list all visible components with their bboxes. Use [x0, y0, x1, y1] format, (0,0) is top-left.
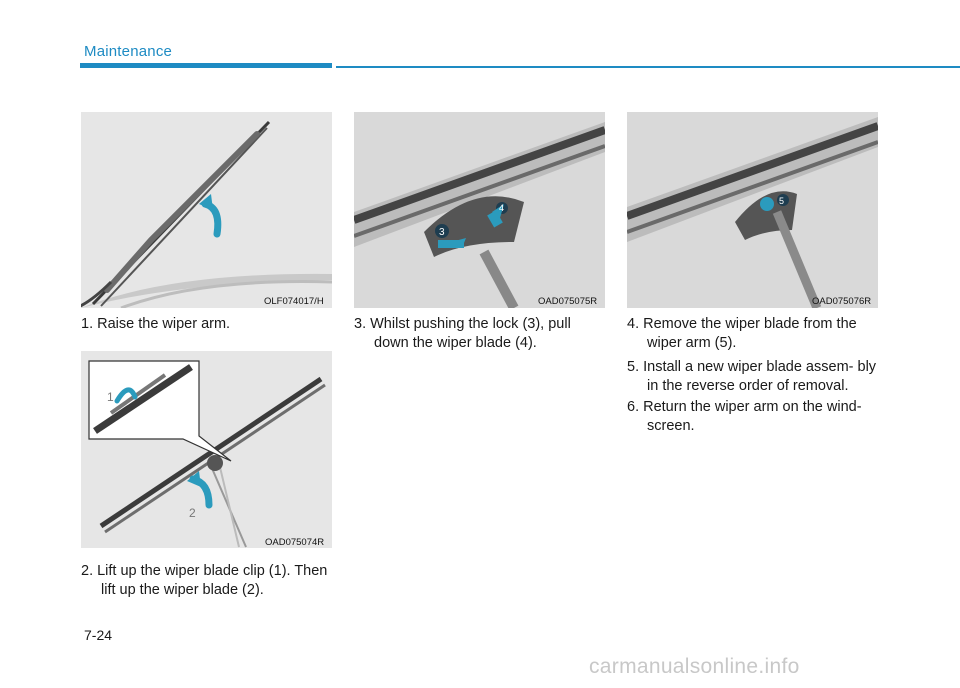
figure-lock-blade: 3 4 [354, 112, 605, 308]
callout-2: 2 [189, 506, 196, 520]
step-4: 4. Remove the wiper blade from the wiper… [627, 316, 857, 351]
callout-3: 3 [439, 227, 445, 238]
step-6: 6. Return the wiper arm on the wind- scr… [627, 399, 862, 434]
header-rule-thin [336, 66, 960, 68]
callout-5: 5 [779, 196, 784, 206]
figure-code: OLF074017/H [264, 296, 324, 307]
watermark: carmanualsonline.info [589, 655, 800, 678]
figure-code: OAD075074R [265, 537, 325, 548]
step-3: 3. Whilst pushing the lock (3), pull dow… [354, 316, 571, 351]
step-5: 5. Install a new wiper blade assem- bly … [627, 359, 877, 394]
step-2: 2. Lift up the wiper blade clip (1). The… [81, 563, 328, 598]
figure-raise-wiper-arm [81, 112, 332, 308]
step-1: 1. Raise the wiper arm. [81, 316, 231, 332]
page-number: 7-24 [84, 627, 113, 643]
figure-blade-clip: 1 2 [81, 351, 332, 548]
header-rule-thick [80, 63, 332, 68]
wiper-arm-raised-illustration [81, 120, 332, 308]
wiper-lock-illustration: 3 4 [354, 112, 605, 308]
wiper-blade-clip-illustration: 1 2 [88, 360, 326, 548]
callout-4: 4 [499, 203, 504, 213]
section-title: Maintenance [84, 43, 173, 60]
wiper-remove-illustration: 5 [627, 112, 878, 308]
figure-code: OAD075075R [538, 296, 598, 307]
figure-code: OAD075076R [812, 296, 872, 307]
callout-1: 1 [107, 390, 114, 404]
figure-remove-blade: 5 [627, 112, 878, 308]
